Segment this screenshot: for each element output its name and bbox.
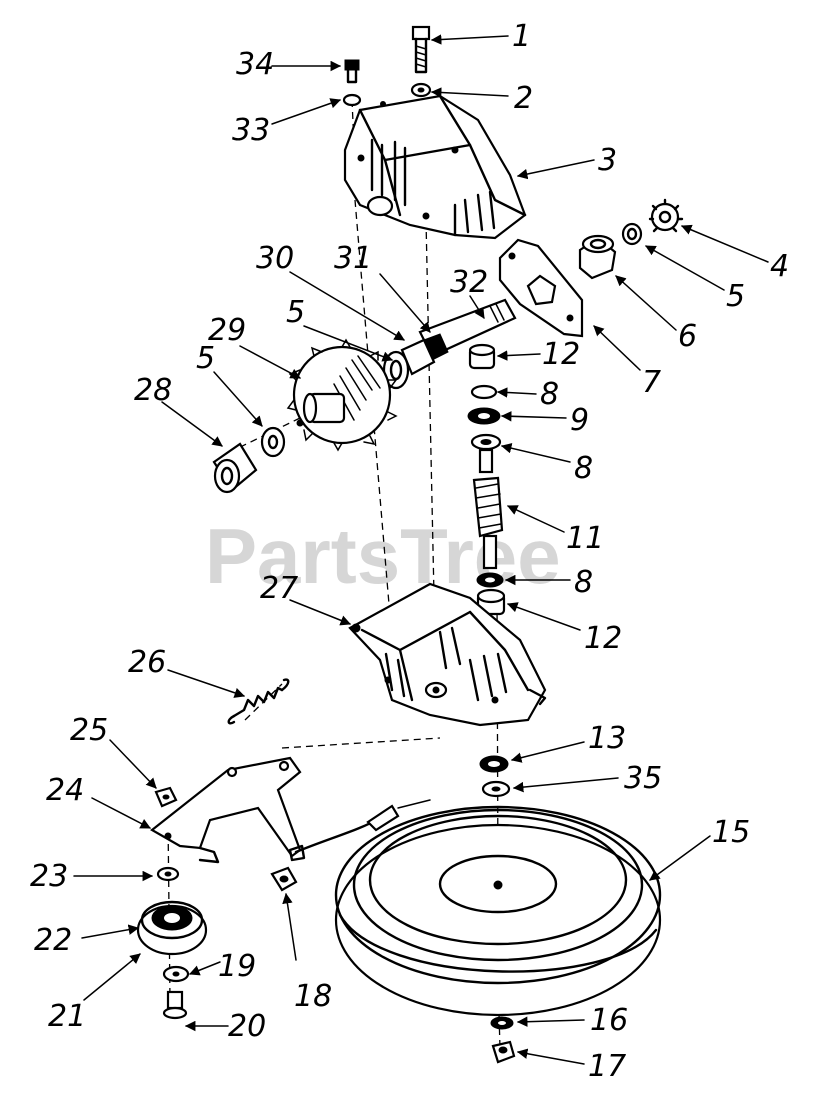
callout-8: 8 [574, 565, 593, 600]
callout-1: 1 [512, 19, 531, 54]
callout-27: 27 [260, 571, 298, 606]
callout-12: 12 [584, 621, 622, 656]
part-22-idler-pulley [136, 900, 208, 956]
part-25-nut [154, 786, 178, 808]
callout-5: 5 [286, 295, 305, 330]
callout-15: 15 [712, 815, 750, 850]
part-12-bushing-upper [468, 343, 496, 370]
part-6-bushing [578, 234, 617, 280]
callout-16: 16 [590, 1003, 628, 1038]
callout-2: 2 [514, 81, 533, 116]
part-26-spring [227, 678, 290, 725]
callout-31: 31 [334, 241, 372, 276]
callout-28: 28 [134, 373, 172, 408]
callout-9: 9 [570, 403, 589, 438]
callout-13: 13 [588, 721, 626, 756]
part-11-worm-gear [472, 448, 504, 570]
callout-34: 34 [236, 47, 274, 82]
callout-5: 5 [196, 341, 215, 376]
callout-35: 35 [624, 761, 662, 796]
part-4-sprocket [648, 198, 684, 233]
callout-20: 20 [228, 1009, 266, 1044]
callout-22: 22 [34, 923, 72, 958]
part-5-washer-right [621, 222, 643, 246]
part-8-washer-upper [470, 384, 498, 400]
leader-lines [73, 34, 769, 1065]
part-29-gear [286, 338, 398, 452]
part-3-upper-housing [343, 94, 527, 240]
part-27-lower-housing [348, 582, 547, 727]
callout-8: 8 [574, 451, 593, 486]
callout-12: 12 [542, 337, 580, 372]
callout-11: 11 [566, 521, 604, 556]
cable [288, 799, 431, 862]
part-19-washer [162, 965, 190, 983]
part-8-washer-lower [476, 572, 504, 588]
callout-19: 19 [218, 949, 256, 984]
part-33-washer [342, 93, 362, 107]
callout-4: 4 [770, 249, 789, 284]
callout-3: 3 [598, 143, 617, 178]
callout-30: 30 [256, 241, 294, 276]
part-23-washer [156, 866, 180, 882]
callout-5: 5 [726, 279, 745, 314]
callout-7: 7 [642, 365, 661, 400]
part-9-bearing [467, 407, 501, 425]
part-28-bushing [212, 442, 258, 494]
part-20-bolt [162, 990, 188, 1020]
callout-labels: 1 2 3 4 5 6 7 8 9 8 11 8 12 12 13 35 15 … [30, 19, 789, 1084]
part-35-washer [481, 780, 511, 798]
part-13-washer [479, 755, 509, 773]
part-15-pulley [334, 805, 662, 1017]
part-24-idler-bracket [150, 756, 302, 864]
part-8-washer-middle [470, 433, 502, 451]
callout-6: 6 [678, 319, 697, 354]
callout-33: 33 [232, 113, 270, 148]
part-16-washer [490, 1016, 514, 1030]
callout-23: 23 [30, 859, 68, 894]
callout-25: 25 [70, 713, 108, 748]
callout-26: 26 [128, 645, 166, 680]
part-5-washer-left [260, 426, 286, 458]
callout-17: 17 [588, 1049, 626, 1084]
part-17-nut [491, 1040, 516, 1064]
callout-24: 24 [46, 773, 84, 808]
part-34-screw [344, 59, 360, 84]
callout-8: 8 [540, 377, 559, 412]
callout-32: 32 [450, 265, 488, 300]
callout-21: 21 [48, 999, 86, 1034]
callout-18: 18 [294, 979, 332, 1014]
part-1-bolt [411, 25, 431, 74]
part-18-nut [270, 866, 298, 892]
callout-29: 29 [208, 313, 246, 348]
part-2-washer [410, 82, 432, 98]
part-7-plate [498, 238, 584, 338]
